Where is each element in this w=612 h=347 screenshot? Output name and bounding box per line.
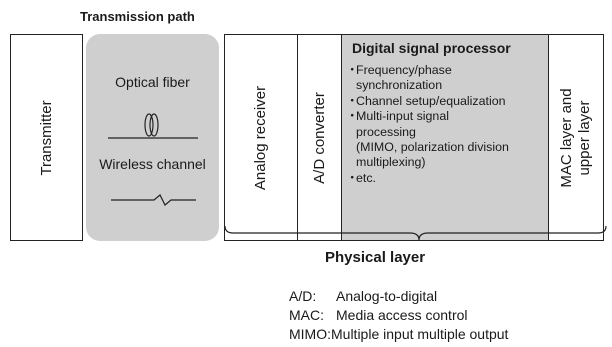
dsp-list-item-line: etc. (356, 170, 376, 185)
dsp-list-item-line: Multi-input signal (356, 109, 449, 124)
bullet-icon: ・ (346, 170, 359, 185)
wireless-symbol-icon (111, 194, 196, 206)
dsp-list-item: ・Channel setup/equalization (346, 94, 509, 109)
dsp-list-item-line: Channel setup/equalization (356, 93, 506, 108)
dsp-list-item-line: synchronization (356, 78, 443, 93)
wireless-channel-label: Wireless channel (99, 156, 206, 172)
legend-meaning: Media access control (336, 307, 468, 323)
legend-row: MAC: Media access control (289, 306, 508, 325)
bullet-icon: ・ (346, 63, 359, 77)
physical-layer-bracket (224, 225, 607, 241)
analog-receiver-block: Analog receiver (224, 34, 298, 241)
fiber-and-wireless-symbols (108, 113, 198, 206)
dsp-list-item-line: multiplexing) (356, 155, 426, 170)
digital-signal-processor-block: Digital signal processor ・Frequency/phas… (341, 34, 549, 241)
dsp-list-item-line: Frequency/phase (356, 63, 452, 77)
bullet-icon: ・ (346, 109, 359, 124)
dsp-title: Digital signal processor (352, 40, 511, 56)
legend-abbr: A/D: (289, 288, 317, 304)
mac-layer-block: MAC layer and upper layer (548, 34, 604, 241)
legend-abbr: MIMO: (289, 326, 331, 342)
fiber-coil-icon (144, 113, 154, 137)
legend-row: A/D: Analog-to-digital (289, 287, 508, 306)
optical-fiber-label: Optical fiber (115, 74, 190, 90)
abbreviation-legend: A/D: Analog-to-digital MAC: Media access c… (289, 287, 508, 344)
physical-layer-label: Physical layer (325, 249, 426, 266)
transmission-path-label: Transmission path (80, 9, 195, 24)
dsp-list-item: ・etc. (346, 171, 509, 186)
fiber-coil-icon-2 (149, 113, 159, 137)
dsp-list-item-line: processing (356, 124, 416, 139)
legend-meaning: Analog-to-digital (336, 288, 438, 304)
transmission-path-box: Optical fiber Wireless channel (86, 34, 219, 241)
dsp-list-item-line: (MIMO, polarization division (356, 140, 509, 155)
legend-meaning: Multiple input multiple output (331, 326, 509, 342)
legend-row: MIMO:Multiple input multiple output (289, 325, 508, 344)
bullet-icon: ・ (346, 93, 359, 108)
legend-abbr: MAC: (289, 307, 324, 323)
transmitter-block: Transmitter (10, 34, 83, 241)
